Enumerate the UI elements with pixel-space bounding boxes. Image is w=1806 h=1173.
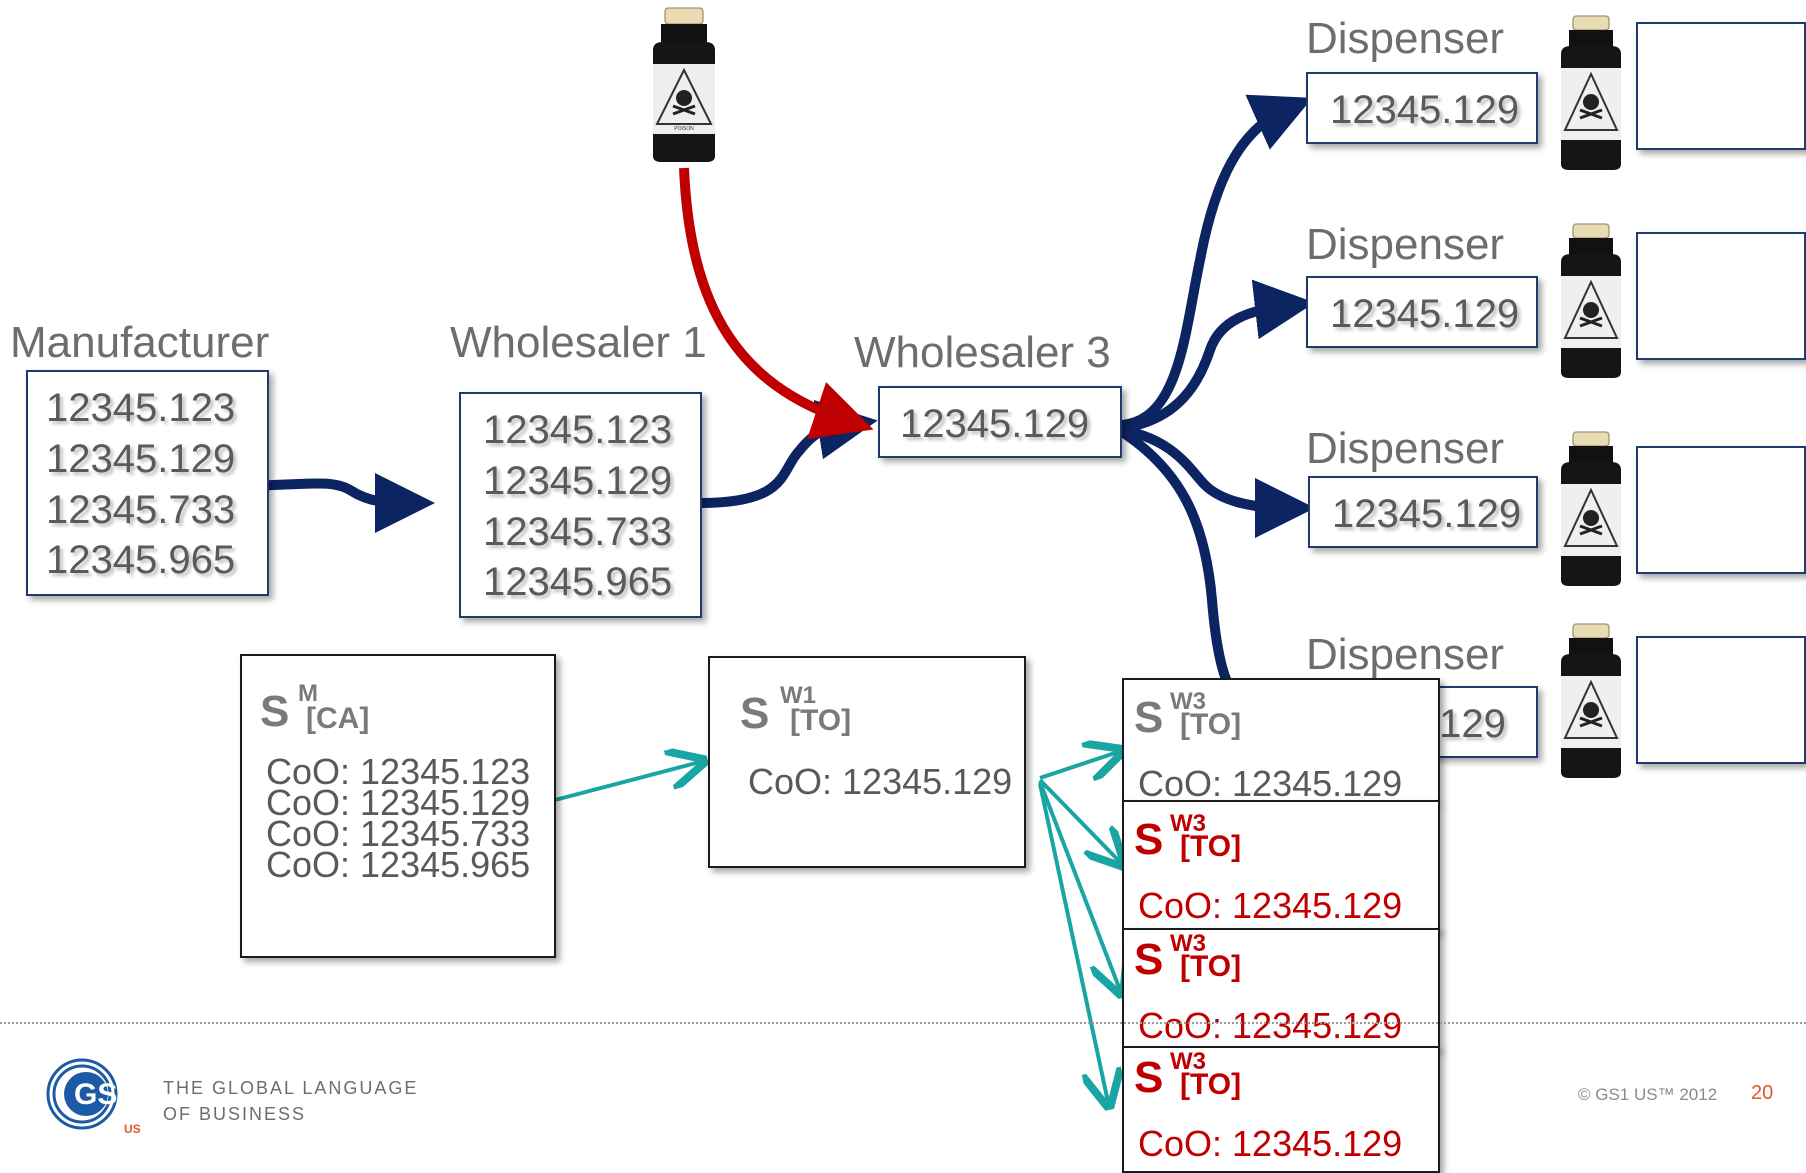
page-number: 20 (1751, 1082, 1774, 1104)
teal-arrow-w1-to-w3a (1039, 752, 1118, 778)
signature-superscript: W3 (1170, 930, 1206, 957)
dispenser-label: Dispenser (1306, 424, 1505, 473)
dispenser-box: 12345.129 (1306, 72, 1538, 144)
coo-entry: CoO: 12345.965 (266, 844, 531, 885)
empty-box (1636, 636, 1806, 764)
signature-superscript: W3 (1170, 810, 1206, 837)
wholesaler3-box: 12345.129 (878, 386, 1122, 458)
signature-subscript: [TO] (790, 704, 852, 737)
manufacturer-label: Manufacturer (10, 318, 270, 367)
signature-letter: S (260, 687, 290, 736)
arrow-to-dispenser-1 (1121, 94, 1313, 430)
gs1-logo-text: GS1 (74, 1078, 135, 1111)
signature-subscript: [TO] (1180, 1068, 1242, 1101)
wholesaler1-box: 12345.123 12345.129 12345.733 12345.965 (459, 392, 702, 618)
coo-entry: CoO: 12345.129 (266, 782, 531, 823)
dispenser-label: Dispenser (1306, 220, 1505, 269)
coo-entry: CoO: 12345.129 (1138, 1123, 1403, 1164)
empty-box (1636, 22, 1806, 150)
copyright: © GS1 US™ 2012 (1578, 1085, 1718, 1104)
signature-wholesaler3-counterfeit: S W3 [TO] CoO: 12345.129 (1122, 800, 1440, 932)
coo-entry: CoO: 12345.129 (1138, 1005, 1403, 1046)
signature-superscript: W1 (780, 682, 816, 709)
coo-entry: CoO: 12345.129 (1138, 885, 1403, 926)
dispenser-box: 12345.129 (1306, 276, 1538, 348)
manufacturer-serial: 12345.129 (46, 437, 236, 481)
signature-wholesaler3-counterfeit: S W3 [TO] CoO: 12345.129 (1122, 1046, 1440, 1173)
signature-superscript: W3 (1170, 1048, 1206, 1075)
wholesaler1-serial: 12345.733 (483, 510, 673, 554)
teal-arrow-w1-to-w3d (1038, 783, 1108, 1102)
signature-letter: S (1134, 815, 1164, 864)
teal-arrow-w1-to-w3c (1038, 781, 1120, 990)
manufacturer-box: 12345.123 12345.129 12345.733 12345.965 (26, 370, 269, 596)
gs1-logo: GS1 US (44, 1056, 144, 1136)
dispenser-serial: 12345.129 (1330, 292, 1520, 336)
signature-subscript: [TO] (1180, 708, 1242, 741)
manufacturer-serial: 12345.733 (46, 488, 236, 532)
gs1-logo-sub: US (124, 1122, 141, 1136)
wholesaler3-serial: 12345.129 (900, 402, 1090, 446)
signature-manufacturer: S M [CA] CoO: 12345.123 CoO: 12345.129 C… (240, 654, 556, 958)
dispenser-box: 12345.129 (1308, 476, 1538, 548)
arrow-to-dispenser-4 (1119, 427, 1237, 695)
teal-arrow-m-to-w1 (554, 762, 700, 802)
dispenser-label: Dispenser (1306, 630, 1505, 679)
coo-entry: CoO: 12345.129 (1138, 763, 1403, 804)
signature-letter: S (1134, 693, 1164, 742)
empty-box (1636, 446, 1806, 574)
poison-bottle-icon (1553, 222, 1629, 380)
signature-letter: S (1134, 1053, 1164, 1102)
coo-entry: CoO: 12345.123 (266, 751, 531, 792)
signature-subscript: [CA] (306, 702, 370, 735)
poison-bottle-icon (1553, 430, 1629, 588)
tagline-line1: THE GLOBAL LANGUAGE (163, 1078, 419, 1098)
coo-entry: CoO: 12345.129 (748, 761, 1013, 802)
dispenser-serial: .129 (1428, 702, 1506, 746)
wholesaler1-label: Wholesaler 1 (450, 318, 707, 367)
poison-bottle-icon (1553, 622, 1629, 780)
manufacturer-serial: 12345.123 (46, 386, 236, 430)
signature-wholesaler1: S W1 [TO] CoO: 12345.129 (708, 656, 1026, 868)
signature-letter: S (740, 689, 770, 738)
wholesaler3-label: Wholesaler 3 (854, 328, 1111, 377)
arrow-to-dispenser-2 (1121, 279, 1315, 433)
signature-superscript: M (298, 680, 318, 707)
teal-arrow-w1-to-w3b (1038, 778, 1120, 862)
arrow-counterfeit-injection (679, 167, 874, 439)
empty-box (1636, 232, 1806, 360)
signature-subscript: [TO] (1180, 830, 1242, 863)
signature-wholesaler3: S W3 [TO] CoO: 12345.129 (1122, 678, 1440, 802)
signature-wholesaler3-counterfeit: S W3 [TO] CoO: 12345.129 (1122, 928, 1440, 1050)
signature-superscript: W3 (1170, 688, 1206, 715)
tagline-line2: OF BUSINESS (163, 1104, 307, 1124)
poison-bottle-icon (1553, 14, 1629, 172)
wholesaler1-serial: 12345.965 (483, 560, 673, 604)
arrow-to-dispenser-3 (1121, 425, 1315, 538)
dispenser-serial: 12345.129 (1330, 88, 1520, 132)
wholesaler1-serial: 12345.123 (483, 408, 673, 452)
coo-list: CoO: 12345.123 CoO: 12345.129 CoO: 12345… (266, 751, 531, 885)
coo-entry: CoO: 12345.733 (266, 813, 531, 854)
signature-subscript: [TO] (1180, 950, 1242, 983)
dispenser-label: Dispenser (1306, 14, 1505, 63)
arrow-manufacturer-to-wholesaler1 (231, 472, 435, 533)
wholesaler1-serial: 12345.129 (483, 459, 673, 503)
poison-bottle-icon: POISON (643, 6, 725, 164)
signature-letter: S (1134, 935, 1164, 984)
poison-label-text: POISON (674, 126, 694, 132)
dispenser-serial: 12345.129 (1332, 492, 1522, 536)
manufacturer-serial: 12345.965 (46, 538, 236, 582)
arrow-wholesaler1-to-wholesaler3 (699, 399, 878, 508)
footer-divider (0, 1022, 1806, 1024)
